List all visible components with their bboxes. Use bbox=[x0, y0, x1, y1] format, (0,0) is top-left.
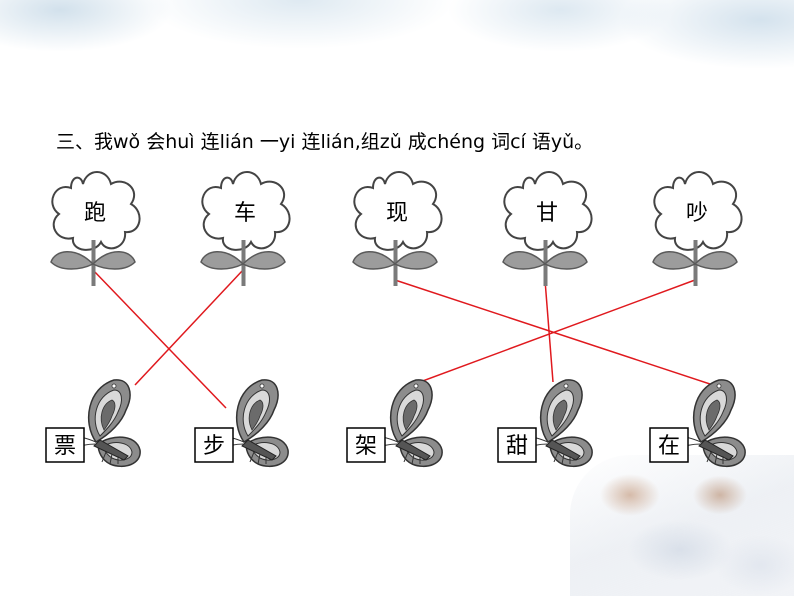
butterfly-character: 在 bbox=[658, 434, 680, 459]
flower-item: 现 bbox=[352, 171, 443, 287]
flower-icon bbox=[352, 171, 443, 287]
character-box bbox=[194, 427, 234, 463]
butterfly-item: 甜 bbox=[497, 379, 593, 468]
butterfly-item: 架 bbox=[346, 379, 443, 468]
butterfly-icon bbox=[375, 379, 443, 468]
connection-line bbox=[134, 269, 244, 386]
sky-background bbox=[0, 0, 794, 140]
flower-icon bbox=[50, 171, 141, 287]
character-box bbox=[649, 427, 689, 463]
butterfly-character: 票 bbox=[54, 434, 76, 459]
flower-icon bbox=[200, 171, 291, 287]
butterfly-character: 步 bbox=[203, 434, 225, 459]
connection-line bbox=[544, 279, 554, 383]
character-box bbox=[497, 427, 537, 463]
flower-character: 跑 bbox=[84, 201, 106, 226]
character-box bbox=[45, 427, 85, 463]
butterflies-row: 票步架甜在 bbox=[45, 379, 746, 468]
butterfly-character: 甜 bbox=[506, 434, 528, 459]
flowers-row: 跑车现甘吵 bbox=[50, 171, 743, 287]
butterfly-item: 票 bbox=[45, 379, 141, 468]
connection-lines bbox=[92, 269, 714, 409]
flower-item: 跑 bbox=[50, 171, 141, 287]
butterfly-item: 步 bbox=[194, 379, 289, 468]
flower-item: 车 bbox=[200, 171, 291, 287]
flower-character: 吵 bbox=[686, 201, 708, 226]
flower-icon bbox=[652, 171, 743, 287]
butterfly-item: 在 bbox=[649, 379, 746, 468]
butterfly-icon bbox=[678, 379, 746, 468]
flower-item: 甘 bbox=[502, 171, 593, 287]
connection-line bbox=[92, 269, 227, 409]
flower-item: 吵 bbox=[652, 171, 743, 287]
connection-line bbox=[419, 279, 696, 383]
flower-character: 现 bbox=[386, 201, 408, 226]
instruction-text: 三、我wǒ 会huì 连lián 一yi 连lián,组zǔ 成chéng 词c… bbox=[56, 131, 594, 153]
character-box bbox=[346, 427, 386, 463]
flower-icon bbox=[502, 171, 593, 287]
flower-character: 甘 bbox=[536, 201, 558, 226]
flower-character: 车 bbox=[234, 201, 256, 226]
decorative-cups-image bbox=[570, 455, 794, 596]
butterfly-character: 架 bbox=[355, 434, 377, 459]
